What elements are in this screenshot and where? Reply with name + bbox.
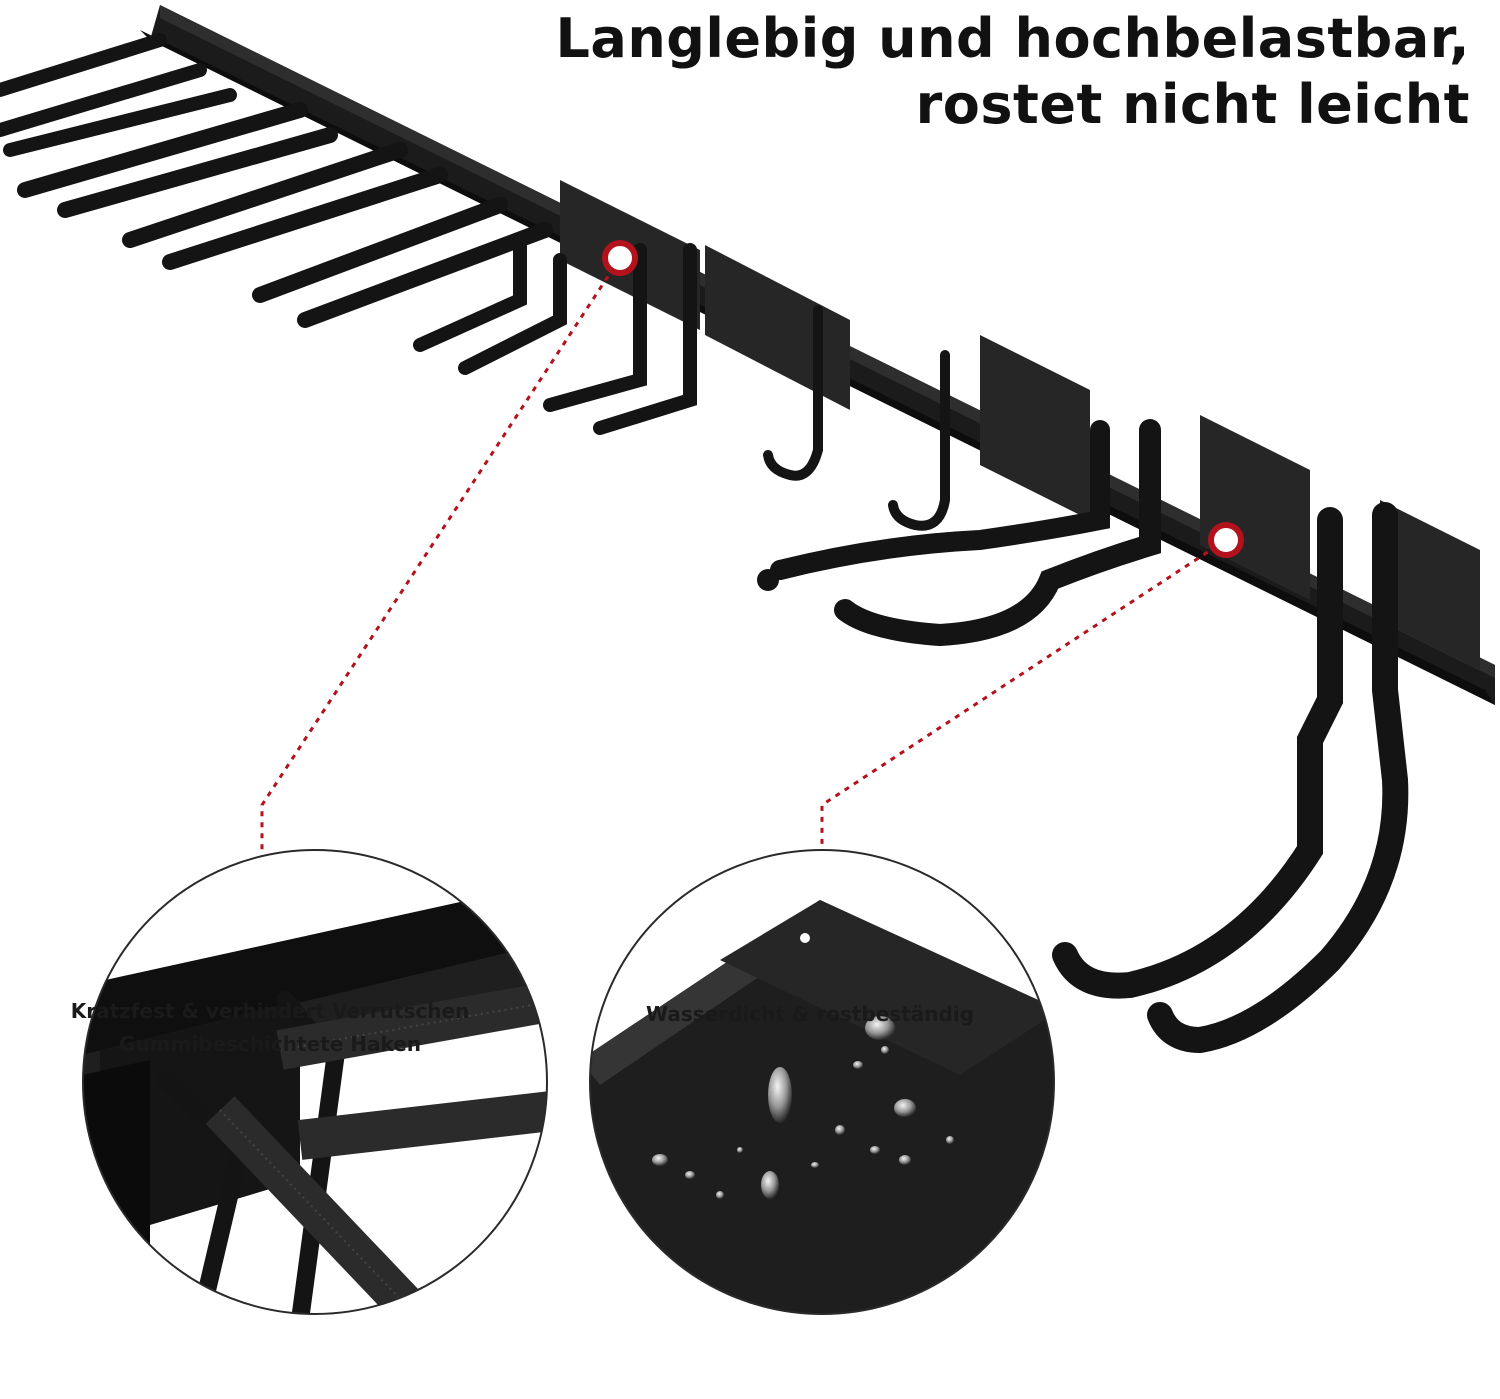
callout-dot-right <box>1208 522 1244 558</box>
bike-hooks <box>757 419 1409 1054</box>
rubber-hook-closeup <box>82 849 548 1315</box>
headline-line-1: Langlebig und hochbelastbar, <box>555 7 1470 70</box>
long-hooks <box>0 33 697 435</box>
caption-waterproof: Wasserdicht & rostbeständig <box>610 998 1010 1031</box>
headline: Langlebig und hochbelastbar, rostet nich… <box>490 6 1470 138</box>
caption-rubber-hooks: Kratzfest & verhindert Verrutschen Gummi… <box>40 995 500 1061</box>
waterproof-closeup <box>589 849 1055 1315</box>
caption-left-line-2: Gummibeschichtete Haken <box>118 1032 422 1056</box>
caption-right-line-1: Wasserdicht & rostbeständig <box>646 1002 974 1026</box>
j-hooks <box>763 305 950 531</box>
water-droplets <box>652 1016 954 1199</box>
callout-leaders <box>260 240 1244 880</box>
headline-line-2: rostet nicht leicht <box>915 73 1470 136</box>
caption-left-line-1: Kratzfest & verhindert Verrutschen <box>70 999 470 1023</box>
callout-dot-left <box>602 240 638 276</box>
